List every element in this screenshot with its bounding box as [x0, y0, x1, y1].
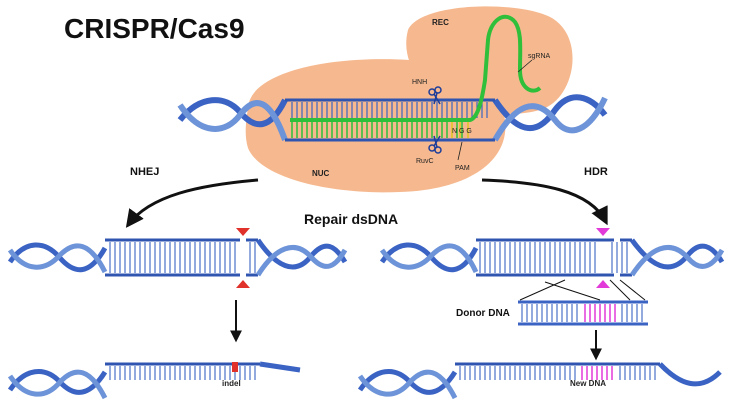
sgrna-label: sgRNA	[528, 53, 551, 60]
top-dna: N G G PAM	[177, 14, 608, 172]
nhej-result-dna: indel	[7, 361, 301, 400]
cas9-complex: REC NUC N G G PAM	[177, 6, 608, 193]
hdr-cut-marker-bottom	[596, 280, 610, 288]
ruvc-scissors-icon	[428, 135, 442, 154]
hnh-label: HNH	[412, 79, 427, 86]
ruvc-label: RuvC	[416, 158, 434, 165]
donor-dna: Donor DNA	[456, 279, 648, 326]
page-title: CRISPR/Cas9	[64, 13, 245, 44]
donor-dna-label: Donor DNA	[456, 308, 510, 319]
nuc-lobe	[245, 59, 506, 193]
hnh-scissors-icon	[428, 86, 442, 105]
pam-label: PAM	[455, 165, 470, 172]
hdr-result-dna: New DNA	[357, 362, 722, 400]
indel-label: indel	[222, 379, 241, 388]
nhej-arrow	[125, 178, 259, 228]
cut-marker-top	[236, 228, 250, 236]
repair-label: Repair dsDNA	[304, 211, 398, 227]
nuc-label: NUC	[312, 169, 330, 178]
new-dna-label: New DNA	[570, 379, 606, 388]
sgrna-strand	[290, 14, 542, 122]
hdr-cut-marker-top	[596, 228, 610, 236]
ngg-label: N G G	[452, 128, 472, 135]
nhej-cut-dna	[7, 228, 348, 288]
nhej-label: NHEJ	[130, 166, 159, 178]
hdr-cut-dna	[379, 228, 725, 288]
rec-label: REC	[432, 18, 449, 27]
cut-marker-bottom	[236, 280, 250, 288]
hdr-arrow	[481, 178, 608, 226]
pam-site	[451, 122, 469, 138]
hdr-label: HDR	[584, 166, 608, 178]
indel-mark	[232, 362, 238, 372]
